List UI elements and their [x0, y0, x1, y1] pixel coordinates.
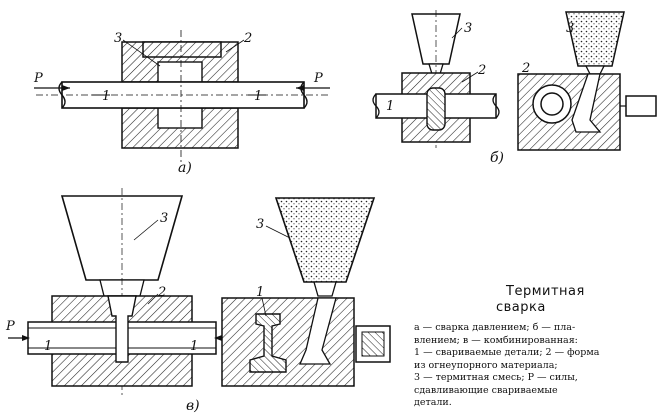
- label-v-part-right: 1: [190, 339, 198, 354]
- legend-line: из огнеупорного материала;: [414, 359, 558, 371]
- label-v-force-left: P: [5, 319, 15, 334]
- label-mold: 2: [243, 31, 252, 46]
- label-b-part: 1: [386, 99, 394, 114]
- label-part-left: 1: [102, 89, 110, 104]
- label-b-mixture-right: 3: [566, 21, 574, 36]
- legend-line: влением; в — комбинированная:: [414, 334, 578, 346]
- force-arrowhead-right: [296, 85, 304, 91]
- label-v-mixture-right: 3: [256, 217, 264, 232]
- crucible-b-right-nozzle: [584, 65, 606, 75]
- panel-a: P P 1 1 3 2 а): [33, 30, 330, 176]
- caption-title-line1: Термитная: [506, 284, 585, 299]
- pipe-b-right-break: [492, 93, 500, 119]
- panel-b: 3 1 2 б) 3 2: [372, 10, 657, 166]
- caption-title-line2: сварка: [496, 300, 546, 315]
- clamp-v-inner: [361, 331, 385, 357]
- channel-b: [571, 73, 602, 133]
- clamp-b: [625, 95, 657, 117]
- channel-v: [299, 297, 337, 365]
- legend-line: 1 — свариваемые детали; 2 — форма: [414, 347, 600, 358]
- crucible-b-right: [565, 11, 625, 67]
- label-v-mold: 2: [157, 285, 166, 300]
- caption-v: в): [186, 398, 200, 414]
- mold-v-right: [221, 297, 355, 387]
- pipe-a-right-break: [300, 81, 308, 109]
- weld-sprue-v: [107, 295, 137, 363]
- pipe-b-section-inner: [540, 92, 564, 116]
- label-force-left: P: [33, 71, 43, 86]
- label-b-mold: 2: [477, 63, 486, 78]
- label-part-right: 1: [254, 89, 262, 104]
- weld-pool-b: [426, 87, 446, 131]
- leader-v-mold: [147, 293, 159, 305]
- caption-b: б): [490, 150, 504, 166]
- leader-v-mixture: [133, 219, 159, 241]
- mixture-cavity-top: [157, 61, 203, 83]
- rail-section: [249, 313, 287, 373]
- crucible-v-right: [274, 197, 376, 283]
- caption-a: а): [178, 160, 192, 176]
- figure-caption: Термитная сварка а — сварка давлением; б…: [414, 284, 664, 410]
- leader-b-mixture: [451, 27, 463, 39]
- label-b-mixture: 3: [464, 21, 472, 36]
- leader-v-mixture-right: [265, 225, 291, 239]
- force-arrowhead-v-right: [214, 335, 222, 341]
- legend-line: детали.: [414, 397, 452, 408]
- leader-v-rail: [261, 297, 267, 317]
- caption-legend: а — сварка давлением; б — пла- влением; …: [414, 322, 664, 410]
- label-v-rail: 1: [256, 285, 264, 300]
- leader-b-mold: [461, 71, 479, 83]
- crucible-v-right-nozzle: [313, 281, 337, 297]
- label-v-part-left: 1: [44, 339, 52, 354]
- force-arrowhead-v-left: [22, 335, 30, 341]
- legend-line: а — сварка давлением; б — пла-: [414, 322, 576, 333]
- crucible-b-left: [411, 13, 461, 65]
- legend-line: 3 — термитная смесь; P — силы,: [414, 372, 578, 383]
- mold-a-top-step: [142, 41, 222, 58]
- mixture-cavity-bottom: [157, 107, 203, 129]
- pipe-b-left-break: [372, 93, 380, 119]
- label-b-mold-right: 2: [521, 61, 530, 76]
- label-force-right: P: [313, 71, 323, 86]
- leader-mixture: [122, 39, 161, 67]
- force-arrowhead-left: [62, 85, 70, 91]
- legend-line: сдавливающие свариваемые: [414, 384, 558, 396]
- label-mixture: 3: [114, 31, 122, 46]
- panel-v: 3 P P 1 1 2 в) 3 1: [5, 188, 391, 414]
- label-v-mixture: 3: [160, 211, 168, 226]
- leader-mold: [225, 39, 245, 53]
